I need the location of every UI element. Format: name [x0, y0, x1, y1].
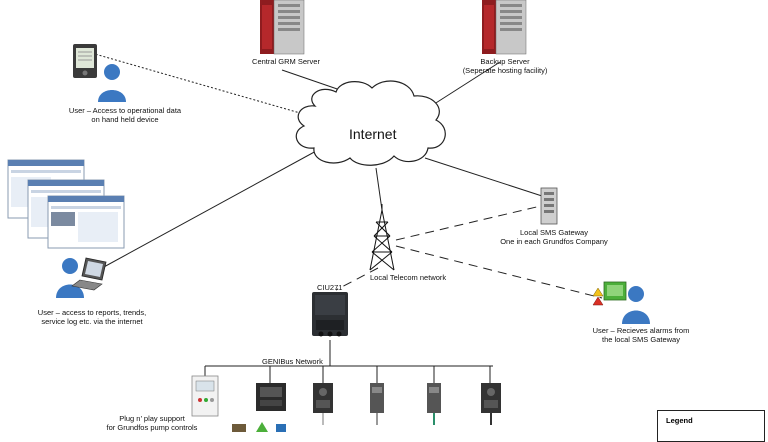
server-icon — [540, 187, 558, 225]
legend-box: Legend — [657, 410, 765, 442]
pump-controller-icon — [313, 383, 333, 425]
backup-server-label-line1: Backup Server — [480, 57, 530, 66]
server-icon — [260, 0, 305, 55]
user-icon — [56, 258, 84, 298]
antenna-tower-icon — [369, 204, 395, 271]
ciu-module-icon — [312, 292, 348, 337]
sms-gateway-label-line2: One in each Grundfos Company — [500, 237, 608, 246]
alarm-user-label: User – Recieves alarms from the local SM… — [580, 326, 702, 344]
link-internet-user-internet — [101, 149, 319, 269]
central-server-label-line1: Central GRM Server — [252, 57, 320, 66]
handheld-user-label: User – Access to operational data on han… — [50, 106, 200, 124]
internet-user-label-line1: User – access to reports, trends, — [37, 308, 147, 317]
ciu-label-line1: CIU271 — [317, 283, 343, 292]
sms-gateway-label-line1: Local SMS Gateway — [520, 228, 588, 237]
cloud-icon — [295, 80, 446, 166]
connection-lines — [87, 51, 603, 383]
telecom-label: Local Telecom network — [370, 273, 446, 282]
plug-play-label-line2: for Grundfos pump controls — [106, 423, 198, 432]
plug-play-label-line1: Plug n’ play support — [119, 414, 185, 423]
plug-play-label: Plug n’ play support for Grundfos pump c… — [100, 414, 204, 432]
telecom-label-line1: Local Telecom network — [370, 273, 447, 282]
genibus-label-line1: GENIBus Network — [262, 357, 323, 366]
internet-label: Internet — [349, 126, 397, 142]
pump-controller-icon — [256, 383, 286, 411]
legend-title: Legend — [666, 416, 693, 425]
accessory-icon — [232, 422, 286, 432]
sms-gateway-label: Local SMS Gateway One in each Grundfos C… — [495, 228, 613, 246]
link-internet-telecom — [375, 167, 383, 211]
link-internet-sms-gateway — [424, 157, 543, 197]
server-icon — [482, 0, 527, 55]
central-server-label: Central GRM Server — [238, 57, 334, 66]
network-diagram — [7, 0, 650, 432]
backup-server-label-line2: (Seperate hosting facility) — [462, 66, 548, 75]
screenshot-stack-icon — [7, 159, 125, 249]
internet-user-label-line2: service log etc. via the internet — [41, 317, 143, 326]
link-telecom-ciu — [335, 267, 379, 291]
pump-controller-icon — [427, 383, 441, 425]
link-handheld-user-internet — [87, 51, 301, 114]
user-icon — [98, 64, 126, 102]
pump-controller-icon — [481, 383, 501, 425]
link-telecom-sms-gateway — [395, 204, 546, 241]
pda-icon — [73, 44, 97, 78]
pump-controller-icon — [370, 383, 384, 425]
alarm-user-label-line2: the local SMS Gateway — [602, 335, 680, 344]
handheld-user-label-line1: User – Access to operational data — [68, 106, 182, 115]
alarm-screen-icon — [592, 281, 627, 306]
pump-controller-icon — [191, 375, 219, 417]
alarm-user-label-line1: User – Recieves alarms from — [592, 326, 690, 335]
internet-user-label: User – access to reports, trends, servic… — [22, 308, 162, 326]
link-backup-server-internet — [427, 61, 501, 109]
user-icon — [622, 286, 650, 324]
laptop-icon — [71, 257, 107, 291]
ciu-label: CIU271 — [317, 283, 342, 292]
genibus-label: GENIBus Network — [262, 357, 323, 366]
handheld-user-label-line2: on hand held device — [91, 115, 159, 124]
backup-server-label: Backup Server (Seperate hosting facility… — [450, 57, 560, 75]
link-telecom-alarm-user — [395, 245, 603, 299]
